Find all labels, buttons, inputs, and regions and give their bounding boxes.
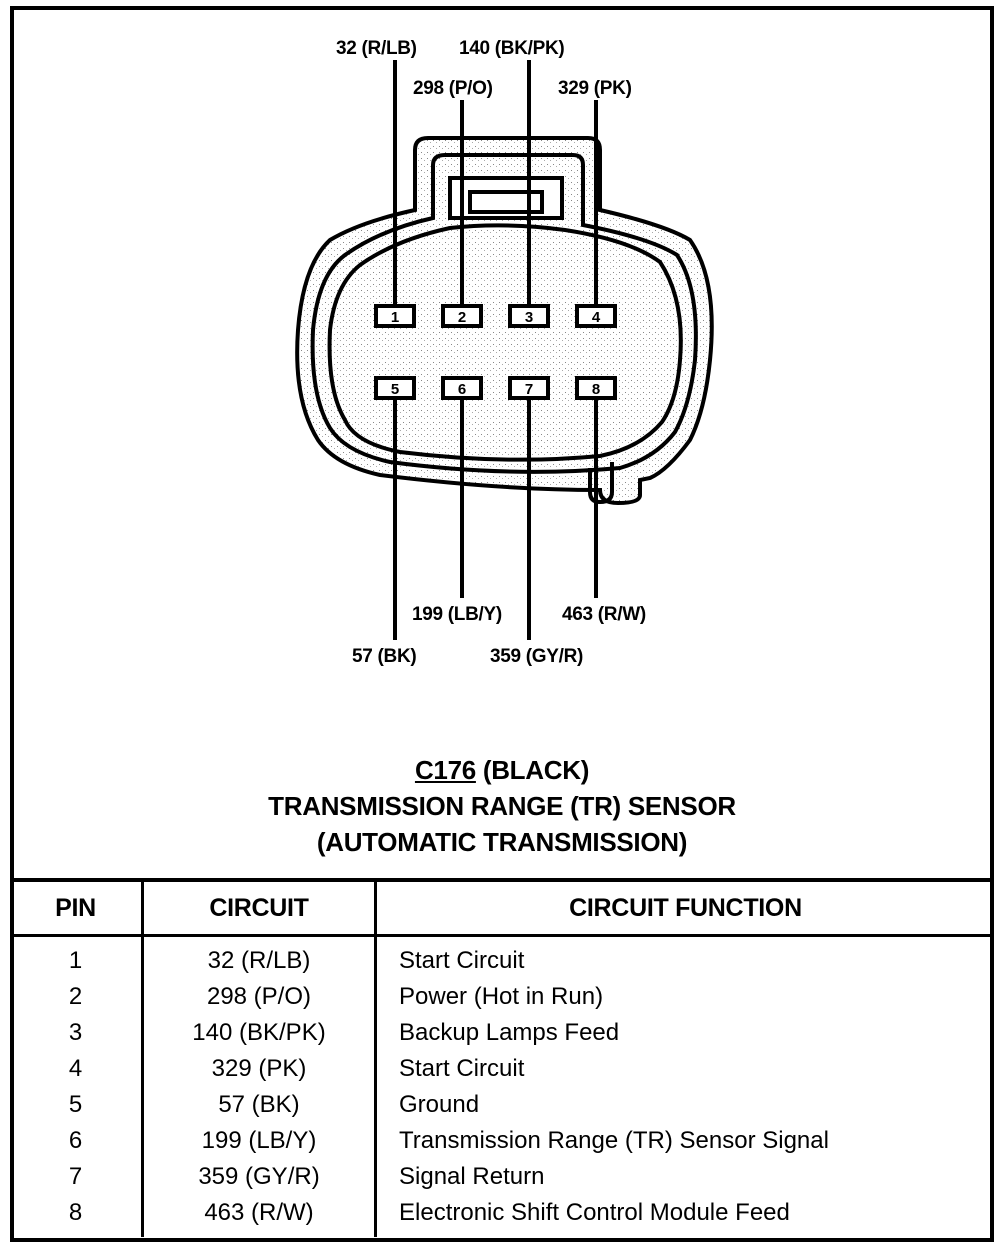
page-frame: [10, 6, 994, 1242]
pin-number-4: 4: [592, 309, 601, 326]
cell-function: Start Circuit: [399, 1055, 525, 1082]
table-row: 6 199 (LB/Y) Transmission Range (TR) Sen…: [10, 1123, 994, 1159]
pin-cavity-4: [575, 304, 617, 328]
connector-title-line-3: (AUTOMATIC TRANSMISSION): [316, 827, 688, 857]
wire-label-pin-6: 199 (LB/Y): [412, 604, 502, 625]
wire-label-pin-7: 359 (GY/R): [490, 646, 584, 667]
cell-pin: 5: [10, 1087, 144, 1123]
pin-cavity-1: [374, 304, 416, 328]
cell-function: Transmission Range (TR) Sensor Signal: [399, 1127, 829, 1154]
pin-number-3: 3: [525, 309, 533, 326]
cell-circuit: 359 (GY/R): [142, 1159, 377, 1195]
wire-label-pin-4: 329 (PK): [558, 78, 632, 99]
connector-title-block: C176 (BLACK) TRANSMISSION RANGE (TR) SEN…: [10, 752, 994, 860]
cell-pin: 7: [10, 1159, 144, 1195]
cell-pin: 2: [10, 979, 144, 1015]
table-row: 1 32 (R/LB) Start Circuit: [10, 935, 994, 979]
connector-face: [327, 223, 683, 462]
connector-diagram: 1 2 3 4 5 6 7 8: [295, 60, 714, 640]
wire-label-pin-3: 140 (BK/PK): [459, 38, 565, 59]
cell-circuit: 463 (R/W): [142, 1195, 377, 1237]
pin-cavity-7: [508, 376, 550, 400]
pin-number-5: 5: [391, 381, 399, 398]
cell-function: Backup Lamps Feed: [399, 1019, 620, 1046]
pin-cavity-8: [575, 376, 617, 400]
table-row: 8 463 (R/W) Electronic Shift Control Mod…: [10, 1195, 994, 1237]
wire-label-pin-1: 32 (R/LB): [336, 38, 417, 59]
connector-color: (BLACK): [482, 755, 590, 785]
cell-function: Power (Hot in Run): [399, 983, 604, 1010]
table-row: 7 359 (GY/R) Signal Return: [10, 1159, 994, 1195]
connector-latch-inner: [468, 190, 544, 214]
cell-circuit: 32 (R/LB): [142, 935, 377, 979]
cell-pin: 4: [10, 1051, 144, 1087]
cell-pin: 3: [10, 1015, 144, 1051]
pin-number-1: 1: [391, 309, 399, 326]
wire-label-pin-2: 298 (P/O): [413, 78, 493, 99]
connector-title-line-1: C176 (BLACK): [10, 752, 994, 788]
pin-table-header-row: PIN CIRCUIT CIRCUIT FUNCTION: [10, 880, 994, 937]
cell-pin: 8: [10, 1195, 144, 1237]
pin-cavity-3: [508, 304, 550, 328]
cell-function: Electronic Shift Control Module Feed: [399, 1199, 790, 1226]
cell-circuit: 329 (PK): [142, 1051, 377, 1087]
cell-circuit: 140 (BK/PK): [142, 1015, 377, 1051]
table-row: 5 57 (BK) Ground: [10, 1087, 994, 1123]
pin-cavity-6: [441, 376, 483, 400]
cell-pin: 6: [10, 1123, 144, 1159]
connector-key-tab: [588, 462, 614, 505]
pin-number-7: 7: [525, 381, 533, 398]
connector-title-line-2: TRANSMISSION RANGE (TR) SENSOR: [268, 791, 736, 821]
wire-label-pin-8: 463 (R/W): [562, 604, 646, 625]
header-circuit: CIRCUIT: [142, 880, 377, 937]
cell-function: Ground: [399, 1091, 480, 1118]
pin-number-2: 2: [458, 309, 466, 326]
cell-circuit: 298 (P/O): [142, 979, 377, 1015]
table-row: 2 298 (P/O) Power (Hot in Run): [10, 979, 994, 1015]
cell-function: Signal Return: [399, 1163, 545, 1190]
header-circuit-function: CIRCUIT FUNCTION: [375, 880, 994, 937]
cell-circuit: 199 (LB/Y): [142, 1123, 377, 1159]
table-row: 3 140 (BK/PK) Backup Lamps Feed: [10, 1015, 994, 1051]
pin-cavity-2: [441, 304, 483, 328]
pin-cavity-5: [374, 376, 416, 400]
pin-number-8: 8: [592, 381, 600, 398]
pins-group: 1 2 3 4 5 6 7 8: [374, 304, 617, 400]
connector-id: C176: [414, 755, 476, 785]
cell-circuit: 57 (BK): [142, 1087, 377, 1123]
wire-label-pin-5: 57 (BK): [352, 646, 417, 667]
wires-group: [393, 60, 598, 640]
cell-pin: 1: [10, 935, 144, 979]
pin-table: PIN CIRCUIT CIRCUIT FUNCTION 1 32 (R/LB)…: [10, 878, 994, 1237]
pin-number-6: 6: [458, 381, 466, 398]
cell-function: Start Circuit: [399, 947, 525, 974]
table-row: 4 329 (PK) Start Circuit: [10, 1051, 994, 1087]
header-pin: PIN: [10, 880, 144, 937]
